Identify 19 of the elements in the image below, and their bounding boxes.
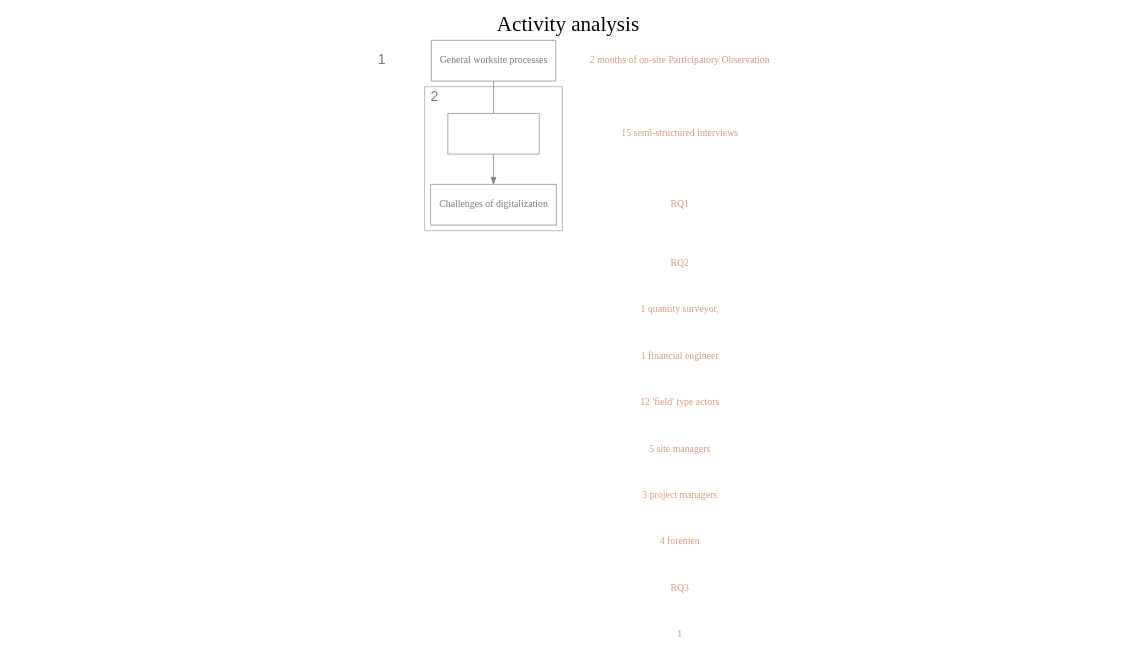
label: 1 financial engineer xyxy=(640,349,719,361)
node-box: Challenges of digitalization xyxy=(429,184,557,226)
label: 2 months of on-site Participatory Observation xyxy=(589,54,770,66)
node-box xyxy=(447,113,540,155)
label: 15 semi-structured interviews xyxy=(620,127,738,139)
arrow xyxy=(490,153,496,185)
diagram-title: Activity analysis xyxy=(496,12,639,37)
connector xyxy=(492,80,494,114)
label: 1 xyxy=(676,628,682,640)
label: 3 project managers xyxy=(641,488,717,500)
label: 12 'field' type actors xyxy=(639,396,719,408)
node-label: 1 xyxy=(377,51,386,68)
label: 5 site managers xyxy=(648,442,710,454)
label: 4 foremen xyxy=(659,535,700,547)
label: RQ3 xyxy=(669,581,689,593)
label: 1 quantity surveyor, xyxy=(639,303,719,315)
node-box: General worksite processes xyxy=(430,39,556,82)
label: RQ2 xyxy=(669,257,689,269)
label: RQ1 xyxy=(669,198,689,210)
